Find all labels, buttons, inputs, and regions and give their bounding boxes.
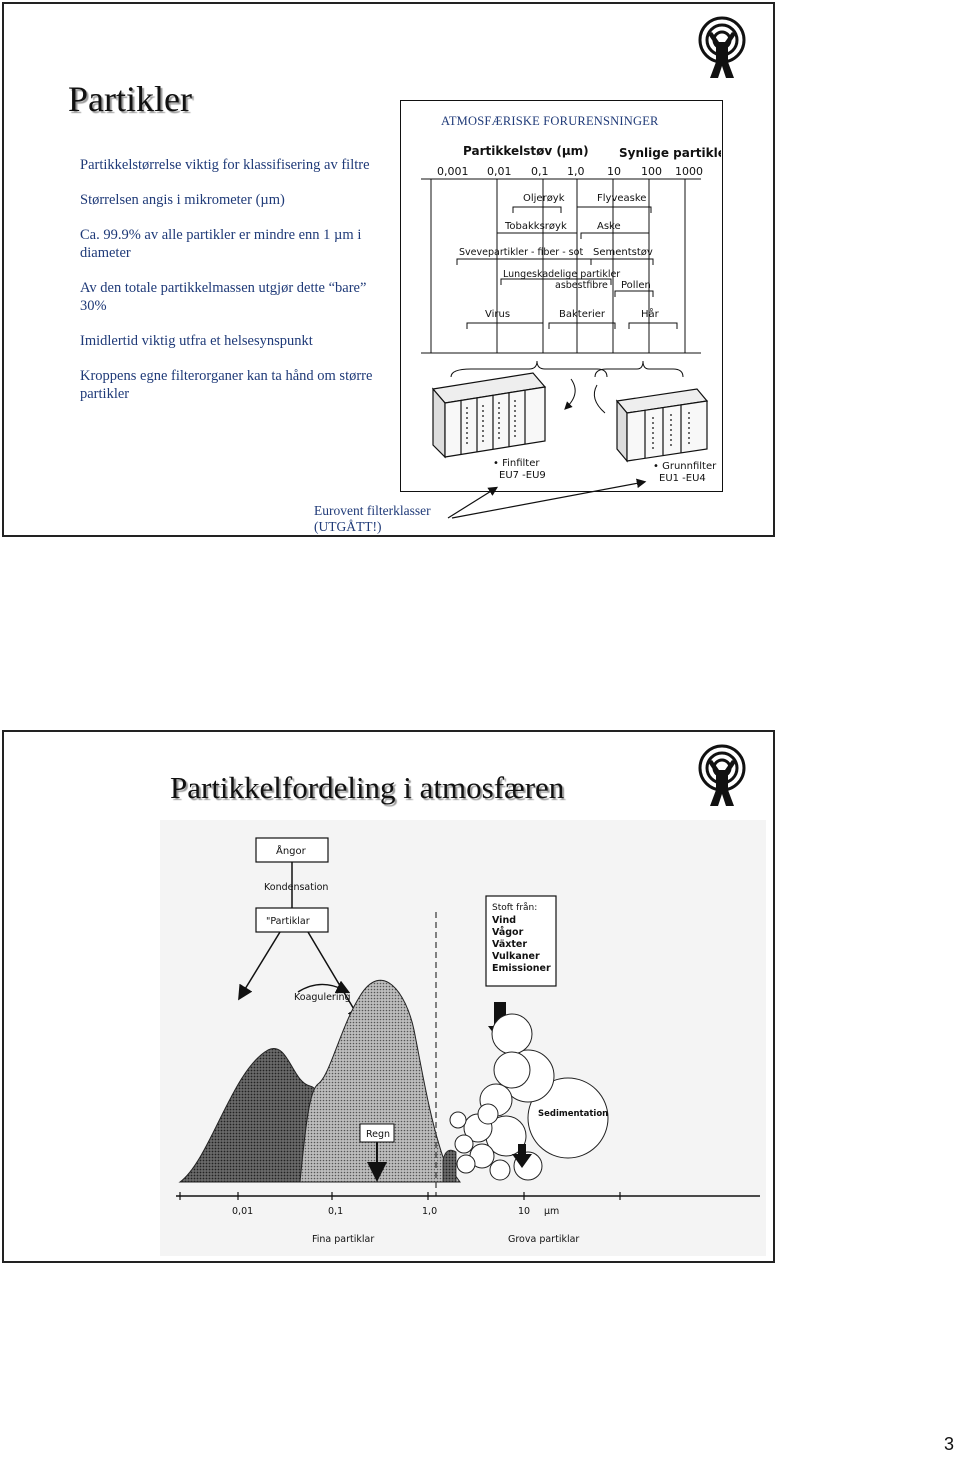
range-label: Hår — [641, 307, 660, 320]
range-label: Flyveaske — [597, 193, 646, 204]
range-label: Bakterier — [559, 309, 606, 320]
range-label: Lungeskadelige partikler — [503, 269, 620, 280]
coarse-filter-class: EU1 -EU4 — [659, 473, 706, 484]
slide-title: Partikkelfordeling i atmosfæren — [170, 770, 565, 805]
figure-caption: Eurovent filterklasser (UTGÅTT!) — [314, 503, 431, 535]
box-particles — [255, 907, 329, 933]
box-vapors-label: Ångor — [276, 844, 307, 857]
source-item: Växter — [492, 939, 527, 950]
figure-background — [160, 820, 766, 1256]
bullet-item: Ca. 99.9% av alle partikler er mindre en… — [80, 227, 362, 261]
bullet-item: Imidlertid viktig utfra et helsesynspunk… — [80, 333, 313, 349]
slide-title: Partikler — [68, 79, 192, 119]
scale-grid — [421, 178, 701, 414]
fine-filter-label: • Finfilter — [493, 458, 540, 469]
scale-label: 1000 — [675, 165, 703, 178]
axis-tick-label: 1,0 — [422, 1206, 437, 1217]
caption-arrows — [447, 478, 647, 519]
range-label: asbestfibre — [555, 280, 608, 291]
coarse-filter-icon — [615, 388, 709, 463]
slide-partikler: Partikler Partikkelstørrelse viktig for … — [2, 2, 775, 537]
figure-title: ATMOSFÆRISKE FORURENSNINGER — [441, 114, 659, 128]
distribution-diagram: Ångor Kondensation "Partiklar Koagulerin… — [160, 820, 766, 1256]
logo-icon — [698, 16, 746, 78]
fine-filter-icon — [431, 372, 547, 459]
sources-box — [485, 895, 557, 987]
scale-label: 10 — [607, 165, 621, 178]
scale-label: 0,001 — [437, 165, 469, 178]
logo-icon — [698, 744, 746, 806]
range-label: Sementstøv — [593, 247, 653, 258]
sources-title: Stoft från: — [492, 902, 537, 913]
particle-size-figure: ATMOSFÆRISKE FORURENSNINGER Partikkelstø… — [400, 100, 723, 492]
bullet-item: Av den totale partikkelmassen utgjør det… — [80, 280, 367, 314]
bullet-list: Partikkelstørrelse viktig for klassifise… — [80, 156, 380, 420]
range-label: Svevepartikler - fiber - sot — [459, 247, 583, 258]
coagulation-label: Koagulering — [294, 992, 351, 1003]
range-label: Aske — [597, 221, 621, 232]
box-particles-label: "Partiklar — [266, 916, 310, 927]
caption-line: Eurovent filterklasser — [314, 503, 431, 518]
axis-tick-label: 10 — [518, 1206, 530, 1217]
slide-partikkelfordeling: Partikkelfordeling i atmosfæren Ångor Ko… — [2, 730, 775, 1263]
scale-label: 0,1 — [531, 165, 549, 178]
range-label: Tobakksrøyk — [504, 221, 567, 232]
axis-unit: µm — [544, 1206, 559, 1217]
source-item: Vulkaner — [492, 951, 540, 962]
axis-tick-label: 0,1 — [328, 1206, 343, 1217]
bullet-item: Partikkelstørrelse viktig for klassifise… — [80, 157, 370, 173]
scale-label: 100 — [641, 165, 662, 178]
coarse-particles — [449, 1013, 609, 1181]
accumulation-mode-peak — [299, 979, 461, 1183]
scale-label: 0,01 — [487, 165, 512, 178]
header-dust: Partikkelstøv (µm) — [463, 144, 589, 158]
source-item: Vågor — [492, 927, 524, 938]
sedimentation-label: Sedimentation — [538, 1109, 608, 1119]
caption-line: (UTGÅTT!) — [314, 519, 382, 534]
rain-label: Regn — [366, 1129, 390, 1140]
bullet-item: Størrelsen angis i mikrometer (µm) — [80, 192, 285, 208]
coarse-filter-label: • Grunnfilter — [653, 461, 717, 472]
coarse-particles-label: Grova partiklar — [508, 1234, 579, 1245]
range-label: Virus — [485, 309, 510, 320]
condensation-label: Kondensation — [264, 882, 328, 893]
bullet-item: Kroppens egne filterorganer kan ta hånd … — [80, 368, 373, 402]
fine-filter-class: EU7 -EU9 — [499, 470, 546, 481]
range-label: Oljerøyk — [523, 193, 565, 204]
axis-tick-label: 0,01 — [232, 1206, 253, 1217]
particle-size-diagram: Partikkelstøv (µm) Synlige partikler 0,0… — [421, 144, 721, 484]
source-item: Emissioner — [492, 963, 551, 974]
source-item: Vind — [492, 915, 516, 926]
header-visible: Synlige partikler — [619, 146, 721, 160]
page-number: 3 — [944, 1434, 955, 1454]
sedimentation-arrow-icon — [512, 1144, 532, 1168]
range-label: Pollen — [621, 280, 651, 291]
scale-label: 1,0 — [567, 165, 585, 178]
fine-particles-label: Fina partiklar — [312, 1234, 374, 1245]
